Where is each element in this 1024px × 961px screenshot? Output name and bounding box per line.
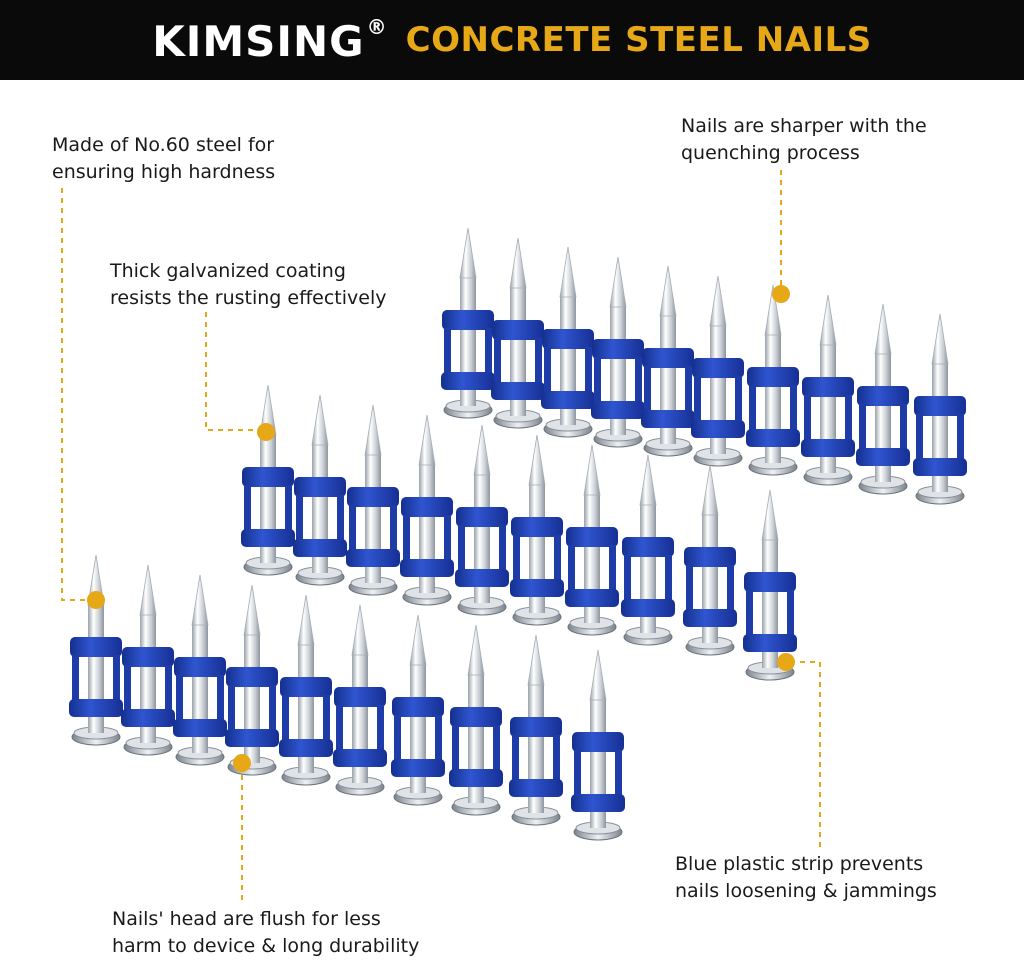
marker-strip (777, 653, 795, 671)
callout-sharp-line1: Nails are sharper with the (681, 115, 927, 137)
nail-strip-top (440, 227, 968, 505)
callout-leader-lines (61, 170, 821, 905)
callout-strip: Blue plastic strip prevents nails loosen… (675, 851, 937, 905)
marker-head (233, 754, 251, 772)
brand-name: KIMSING® (152, 15, 387, 66)
callout-markers (87, 285, 795, 772)
callout-coating-line1: Thick galvanized coating (110, 260, 346, 282)
marker-coating (257, 423, 275, 441)
callout-strip-line1: Blue plastic strip prevents (675, 853, 924, 875)
brand-text: KIMSING (152, 16, 365, 66)
leader-coating (205, 312, 264, 431)
leader-strip (790, 661, 821, 848)
product-title: CONCRETE STEEL NAILS (405, 20, 872, 60)
callout-steel-line1: Made of No.60 steel for (52, 134, 275, 156)
leader-steel (61, 188, 92, 601)
registered-mark: ® (366, 14, 388, 39)
callout-head-line2: harm to device & long durability (112, 935, 420, 957)
callout-steel-line2: ensuring high hardness (52, 161, 276, 183)
callout-coating: Thick galvanized coating resists the rus… (110, 258, 387, 312)
callout-coating-line2: resists the rusting effectively (110, 287, 387, 309)
callout-strip-line2: nails loosening & jammings (675, 880, 937, 902)
callout-steel: Made of No.60 steel for ensuring high ha… (52, 132, 275, 186)
marker-sharp (772, 285, 790, 303)
callout-sharp-line2: quenching process (681, 142, 860, 164)
marker-steel (87, 591, 105, 609)
title-banner: KIMSING® CONCRETE STEEL NAILS (0, 0, 1024, 80)
callout-head-line1: Nails' head are flush for less (112, 908, 381, 930)
callout-head: Nails' head are flush for less harm to d… (112, 906, 419, 960)
callout-sharp: Nails are sharper with the quenching pro… (681, 113, 927, 167)
